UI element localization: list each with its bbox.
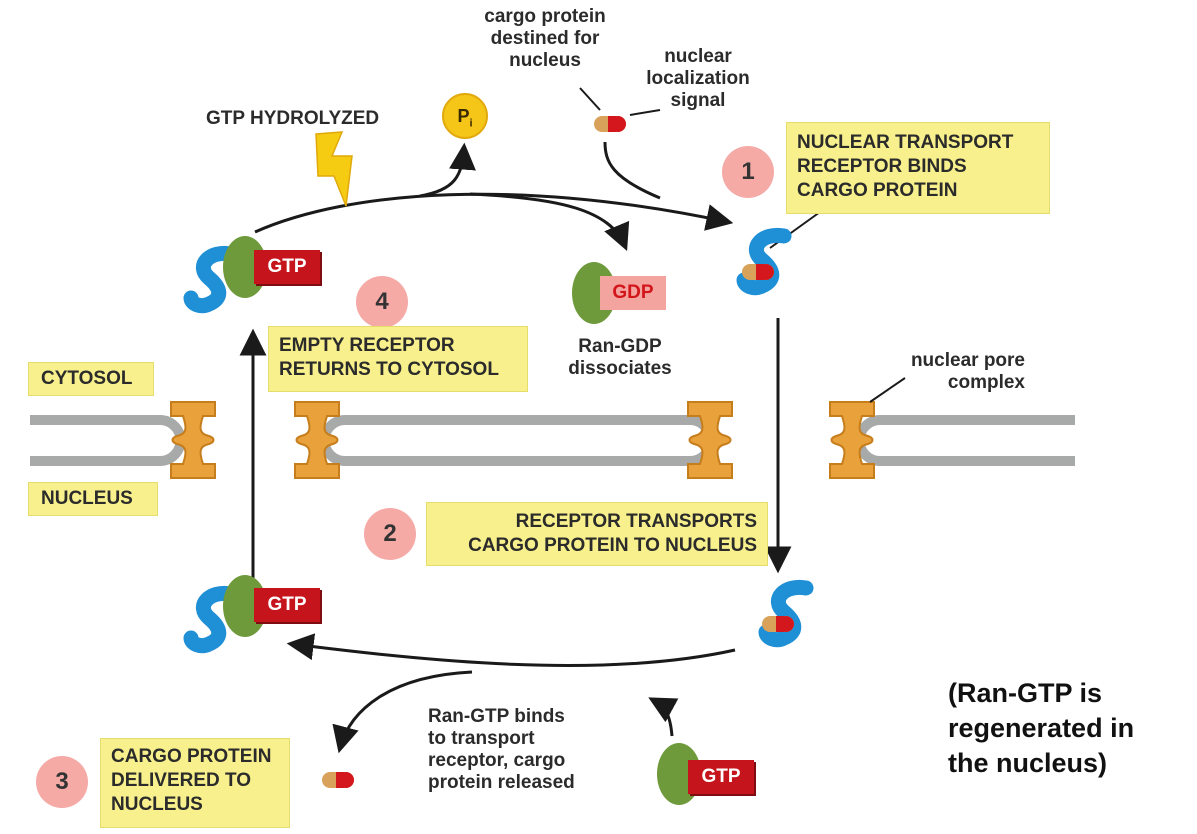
nuclear-pore-label: nuclear pore complex <box>910 350 1025 393</box>
nuclear-pore-2 <box>294 401 340 479</box>
step-1-badge: 1 <box>722 146 774 198</box>
ran-gdp-label: Ran-GDP dissociates <box>568 336 672 379</box>
cycle-arrows <box>239 87 821 754</box>
gtp-hydrolyzed-label: GTP HYDROLYZED <box>206 108 380 129</box>
nucleus-label: NUCLEUS <box>28 482 158 516</box>
step-3-callout: CARGO PROTEIN DELIVERED TO NUCLEUS <box>100 738 290 828</box>
gdp-tag: GDP <box>600 276 666 310</box>
step-1-callout: NUCLEAR TRANSPORT RECEPTOR BINDS CARGO P… <box>786 122 1050 214</box>
pore-leader-line <box>869 377 906 403</box>
cargo-protein-label: cargo protein destined for nucleus <box>484 6 606 71</box>
nuclear-pore-4 <box>829 401 875 479</box>
nls-label: nuclear localization signal <box>646 46 750 111</box>
cargo-protein-icon <box>594 116 626 132</box>
cytosol-label: CYTOSOL <box>28 362 154 396</box>
released-cargo-icon <box>322 772 354 788</box>
lightning-icon <box>315 131 353 207</box>
nuclear-pore-3 <box>687 401 733 479</box>
step-4-badge: 4 <box>356 276 408 328</box>
step-4-callout: EMPTY RECEPTOR RETURNS TO CYTOSOL <box>268 326 528 392</box>
step-2-callout: RECEPTOR TRANSPORTS CARGO PROTEIN TO NUC… <box>426 502 768 566</box>
step-2-badge: 2 <box>364 508 416 560</box>
receptor-with-cargo-bottom <box>762 587 806 639</box>
gtp-tag-free: GTP <box>688 760 754 794</box>
gtp-tag-top: GTP <box>254 250 320 284</box>
nuclear-pore-1 <box>170 401 216 479</box>
regeneration-note: (Ran-GTP is regenerated in the nucleus) <box>948 678 1135 778</box>
phosphate-icon: Pi <box>442 93 488 139</box>
step-3-badge: 3 <box>36 756 88 808</box>
ran-gtp-binds-label: Ran-GTP binds to transport receptor, car… <box>428 706 575 793</box>
gtp-tag-bottom: GTP <box>254 588 320 622</box>
